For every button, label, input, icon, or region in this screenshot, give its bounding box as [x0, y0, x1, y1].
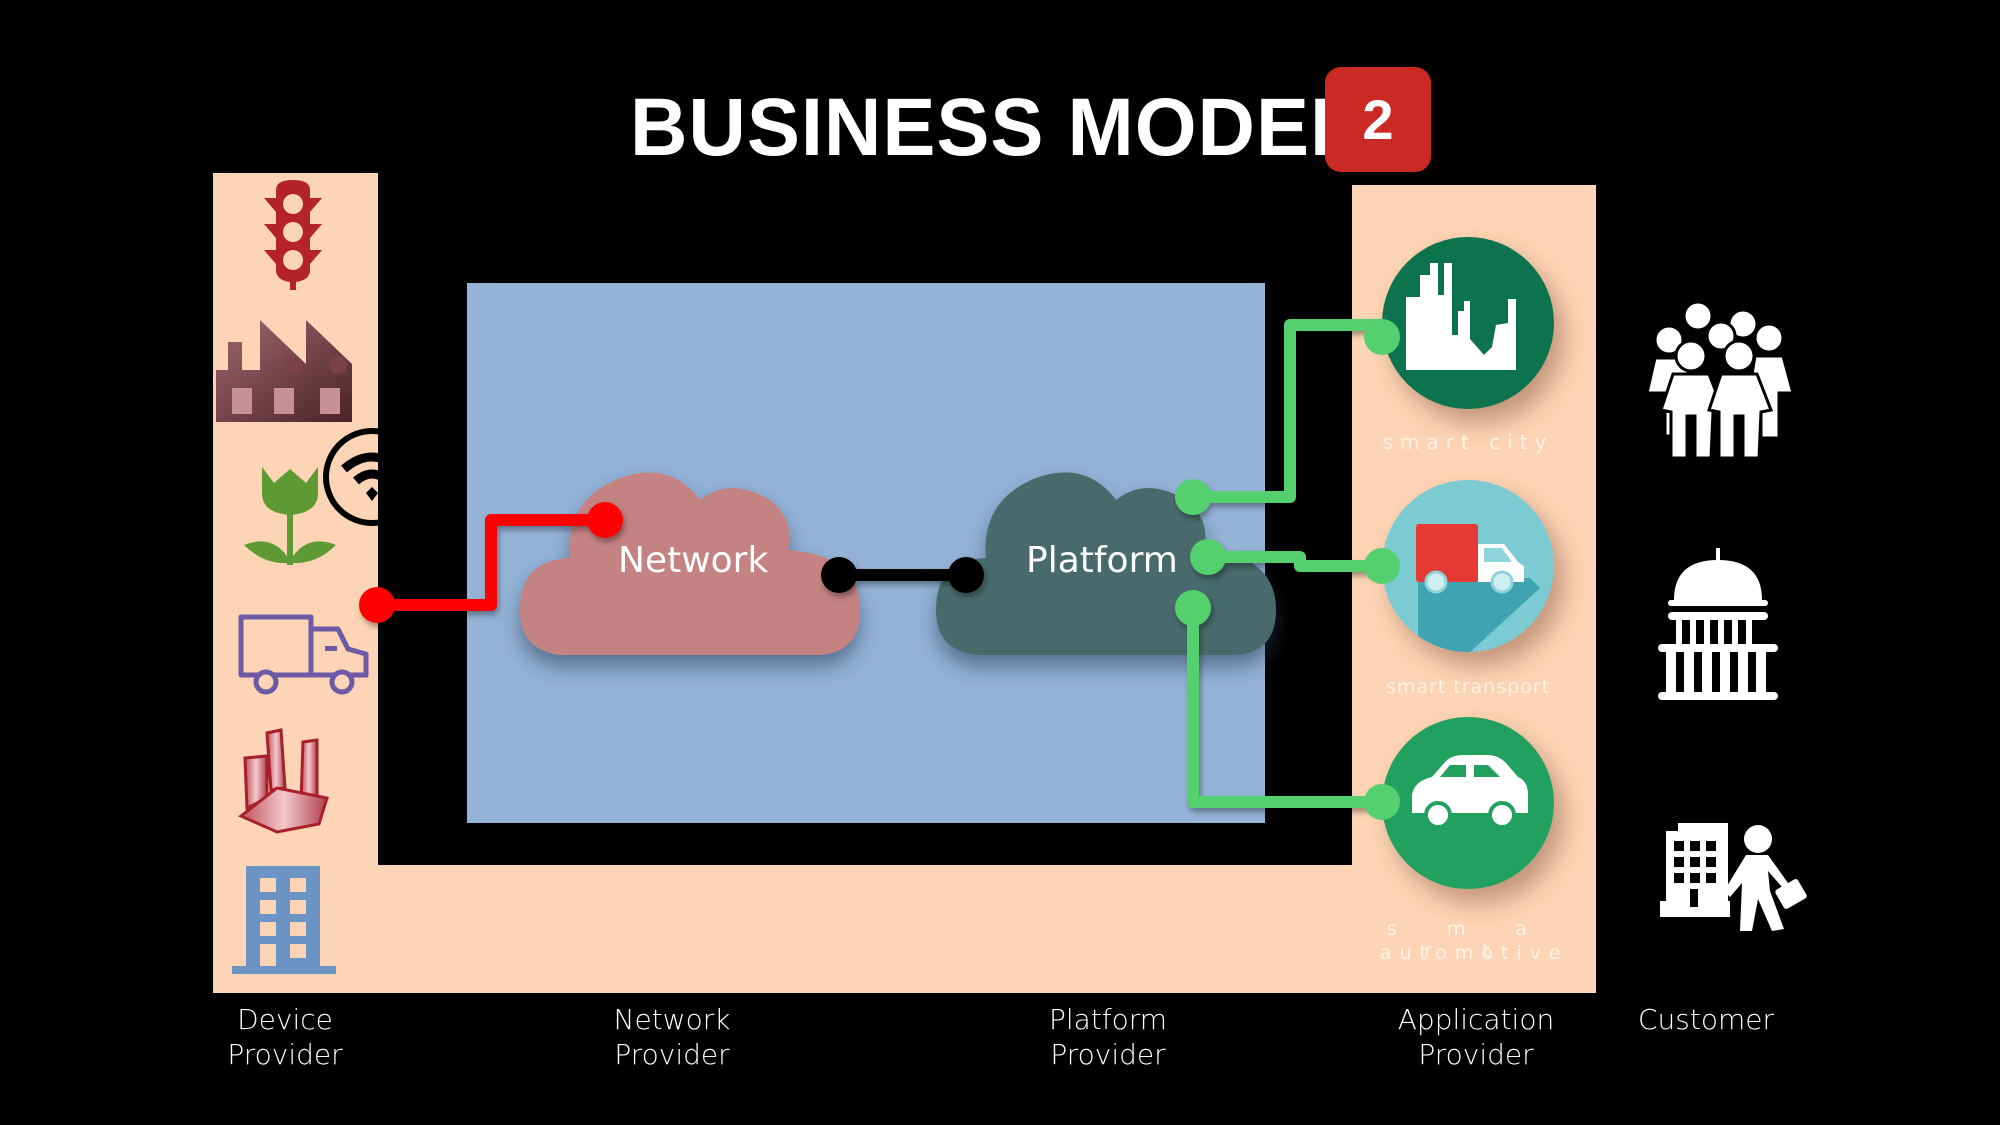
platform-city-link — [1193, 319, 1382, 503]
slide-number-badge: 2 — [1325, 67, 1431, 172]
wifi-icon — [323, 428, 421, 526]
smart-automotive-circle[interactable] — [1380, 715, 1560, 895]
platform-node-1 — [1175, 479, 1211, 515]
car-icon — [1412, 755, 1528, 829]
city-link-node — [1364, 319, 1400, 355]
network-cloud-label: Network — [618, 540, 769, 581]
plant-icon — [244, 467, 336, 565]
device-provider-panel — [213, 173, 378, 993]
platform-node-3 — [1175, 590, 1211, 626]
delivery-truck-icon — [1416, 524, 1524, 594]
platform-in-node — [948, 557, 984, 593]
automotive-link-node — [1364, 784, 1400, 820]
smart-automotive-label-line2: automotive — [1380, 942, 1569, 964]
smart-city-circle[interactable] — [1380, 235, 1560, 415]
factory-icon — [216, 320, 352, 422]
network-link-node — [587, 502, 623, 538]
platform-transport-link — [1208, 551, 1382, 572]
government-capitol-icon — [1658, 548, 1778, 700]
platform-cloud-label: Platform — [1026, 540, 1178, 581]
transport-link-node — [1364, 548, 1400, 584]
smart-city-label: smart city — [1382, 430, 1554, 454]
traffic-light-icon — [264, 180, 322, 290]
smart-transport-circle[interactable] — [1380, 478, 1560, 658]
platform-automotive-link — [1187, 608, 1382, 808]
device-network-link — [377, 514, 605, 611]
smart-transport-label: smart transport — [1385, 676, 1551, 698]
crowd-icon — [1645, 300, 1795, 460]
page-title: BUSINESS MODEL — [630, 82, 1360, 173]
platform-node-2 — [1190, 539, 1226, 575]
network-out-node — [821, 557, 857, 593]
office-building-icon — [232, 866, 336, 974]
smart-automotive-label-line1: s m a r t — [1386, 918, 1550, 962]
business-person-icon — [1660, 823, 1807, 931]
column-label-customer: Customer — [1637, 1003, 1774, 1036]
industrial-robot-icon — [238, 728, 329, 834]
truck-icon — [238, 614, 369, 695]
city-skyline-icon — [1406, 263, 1516, 370]
device-link-node — [359, 587, 395, 623]
